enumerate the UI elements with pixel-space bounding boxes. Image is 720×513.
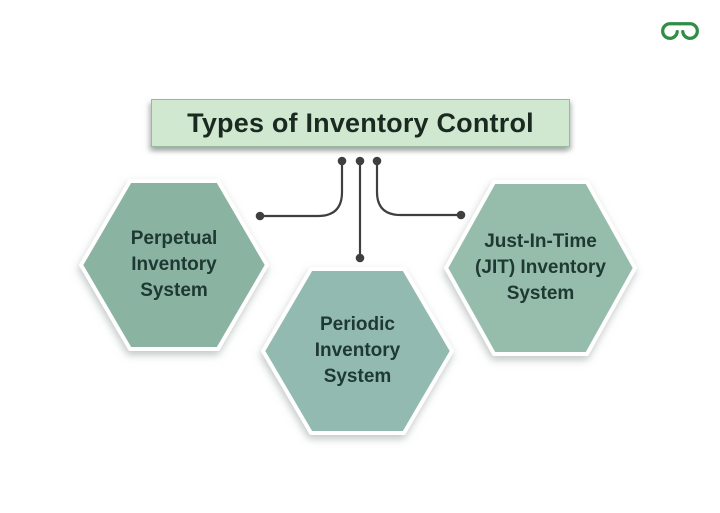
hexagon-label-jit: Just-In-Time (JIT) Inventory System [475, 230, 606, 305]
connector-dot [337, 156, 347, 166]
connector-dot [355, 253, 365, 263]
hexagon-shape [444, 180, 637, 356]
connector-right [375, 161, 461, 217]
hexagon-label-perpetual: Perpetual Inventory System [130, 227, 218, 302]
diagram-title: Types of Inventory Control [187, 107, 534, 138]
hexagon-shape [261, 267, 454, 435]
hexagon-jit-inventory-system: Just-In-Time (JIT) Inventory System [443, 178, 638, 358]
connector-dot [372, 156, 382, 166]
geeksforgeeks-logo-icon [661, 22, 699, 40]
hexagon-perpetual-inventory-system: Perpetual Inventory System [78, 177, 270, 353]
logo-left-g [661, 22, 682, 40]
diagram-title-box: Types of Inventory Control [151, 99, 570, 147]
hexagon-periodic-inventory-system: Periodic Inventory System [260, 265, 455, 437]
hexagon-label-periodic: Periodic Inventory System [314, 313, 401, 388]
hexagon-shape [79, 179, 269, 351]
logo-right-g [678, 22, 699, 40]
connector-dot [456, 210, 466, 220]
connector-left [260, 161, 344, 218]
connector-dot [255, 211, 265, 221]
connector-dot [355, 156, 365, 166]
